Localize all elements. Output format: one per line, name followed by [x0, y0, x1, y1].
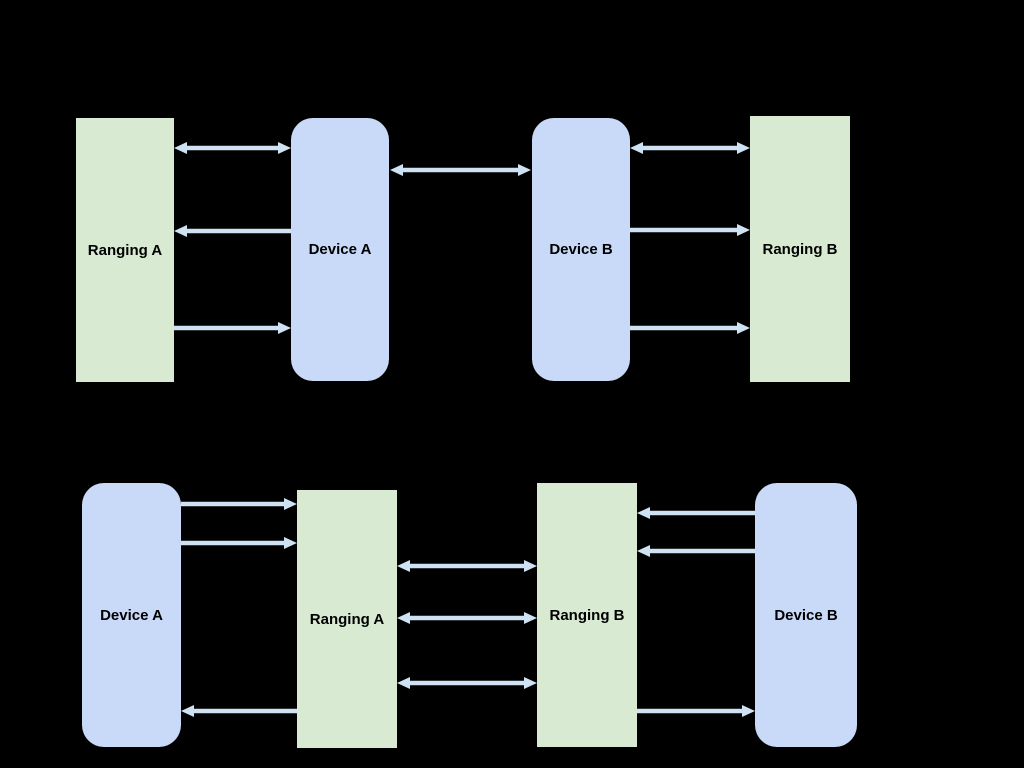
arrow-top-device-b-to-ranging-b-2: [630, 322, 750, 334]
box-label: Device B: [774, 606, 838, 624]
box-ranging-b-top: Ranging B: [750, 116, 850, 382]
box-device-b-bottom: Device B: [755, 483, 857, 747]
box-label: Ranging A: [87, 241, 163, 259]
arrow-top-ranging-a-to-device-a: [174, 322, 291, 334]
arrow-bot-ranging-a-ranging-b-bidir-3: [397, 677, 537, 689]
arrow-bot-ranging-a-to-device-a: [181, 705, 297, 717]
box-ranging-a-top: Ranging A: [76, 118, 174, 382]
box-ranging-a-bottom: Ranging A: [297, 490, 397, 748]
box-device-b-top: Device B: [532, 118, 630, 381]
arrow-top-device-b-to-ranging-b-1: [630, 224, 750, 236]
box-label: Ranging B: [762, 240, 838, 258]
box-label: Ranging A: [309, 610, 385, 628]
arrow-top-device-b-ranging-b-bidir: [630, 142, 750, 154]
arrow-bot-device-a-to-ranging-a-1: [181, 498, 297, 510]
arrow-bot-device-a-to-ranging-a-2: [181, 537, 297, 549]
arrow-bot-device-b-to-ranging-b-1: [637, 507, 755, 519]
box-label: Device B: [549, 241, 613, 258]
box-label: Device A: [100, 606, 163, 624]
arrow-bot-ranging-b-to-device-b: [637, 705, 755, 717]
box-label: Ranging B: [549, 606, 625, 624]
arrow-bot-device-b-to-ranging-b-2: [637, 545, 755, 557]
arrow-top-device-a-to-ranging-a: [174, 225, 291, 237]
arrow-top-ranging-a-device-a-bidir: [174, 142, 291, 154]
arrow-bot-ranging-a-ranging-b-bidir-2: [397, 612, 537, 624]
arrow-top-device-a-device-b-bidir: [390, 164, 531, 176]
box-device-a-bottom: Device A: [82, 483, 181, 747]
box-device-a-top: Device A: [291, 118, 389, 381]
box-label: Device A: [308, 241, 372, 258]
arrow-bot-ranging-a-ranging-b-bidir-1: [397, 560, 537, 572]
box-ranging-b-bottom: Ranging B: [537, 483, 637, 747]
